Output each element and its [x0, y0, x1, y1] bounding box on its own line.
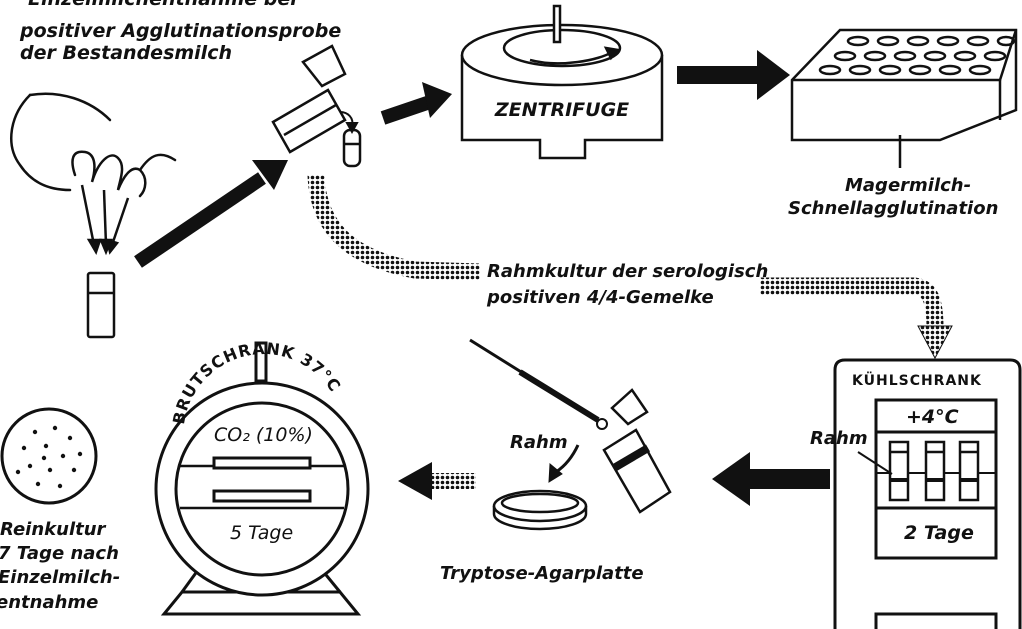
cream-transfer-arrow-icon: [548, 444, 580, 483]
cream-tube-icon: [602, 388, 672, 514]
pipette-icon: [469, 338, 608, 430]
dotted-arrow-to-fridge: [917, 325, 953, 360]
pure-culture-line-4: entnahme: [0, 592, 99, 613]
fridge-cream-label: Rahm: [810, 428, 868, 449]
agglutination-label-line-1: Magermilch-: [845, 175, 972, 196]
colony-dots: [15, 425, 83, 489]
sample-tube-icon: [271, 44, 362, 168]
pure-culture-line-3: Einzelmilch-: [0, 567, 121, 588]
agglutination-tray-icon: [790, 28, 1018, 142]
milk-stream-arrows: [80, 184, 130, 256]
arrow-to-centrifuge: [380, 82, 452, 125]
colony-plate-icon: [0, 407, 98, 505]
pure-culture-line-2: 7 Tage nach: [0, 543, 119, 564]
milk-tube-icon: [86, 271, 116, 339]
petri-dish-icon: [492, 489, 588, 531]
culture-path-label-line-1: Rahmkultur der serologisch: [487, 261, 769, 282]
arrow-to-incubator: [398, 462, 476, 500]
agglutination-label-line-2: Schnellagglutination: [788, 198, 999, 219]
header-line-3: der Bestandesmilch: [20, 42, 232, 64]
incubator-icon: [154, 341, 370, 616]
header-line-2: positiver Agglutinationsprobe: [20, 20, 342, 42]
fridge-duration: 2 Tage: [904, 522, 974, 544]
arrow-to-plating: [712, 452, 830, 506]
arrow-to-agglutination: [677, 50, 790, 100]
culture-path-label-line-2: positiven 4/4-Gemelke: [487, 287, 714, 308]
header-line-1: Einzelmilchentnahme bei: [28, 0, 297, 10]
arrow-to-sample: [134, 160, 288, 268]
fridge-tube-rack-icon: [888, 440, 980, 502]
fridge-title: KÜHLSCHRANK: [852, 373, 982, 389]
incubator-duration: 5 Tage: [230, 522, 294, 544]
incubator-atmosphere: CO₂ (10%): [214, 424, 313, 446]
hand-milking-icon: [10, 92, 177, 198]
fridge-temperature: +4°C: [906, 406, 959, 428]
dotted-culture-path: [307, 174, 944, 329]
pipette-arrow-icon: [339, 111, 359, 135]
agar-plate-label: Tryptose-Agarplatte: [440, 563, 644, 584]
fridge-cream-pointer: [857, 451, 893, 475]
centrifuge-icon: [460, 4, 664, 160]
plating-cream-label: Rahm: [510, 432, 568, 453]
centrifuge-label: ZENTRIFUGE: [494, 99, 629, 121]
pure-culture-line-1: Reinkultur: [0, 519, 106, 540]
